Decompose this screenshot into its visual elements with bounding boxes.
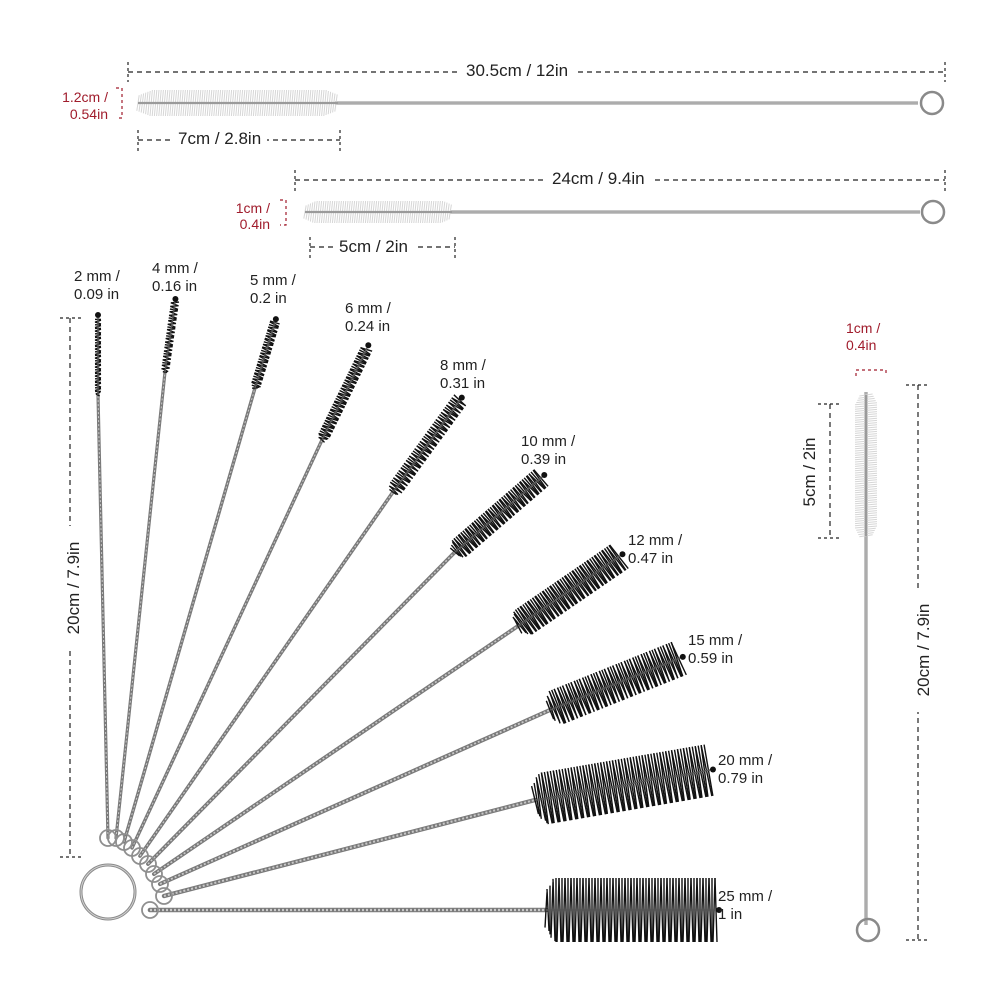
fan-brush-10-size-line2: 1 in [718, 906, 743, 923]
brush-head-8 [545, 641, 687, 724]
white-bristles [303, 200, 452, 224]
key-rings [79, 829, 173, 921]
long-brush-1-diameter-line2: 0.54in [69, 106, 108, 122]
long-brush-2-diameter-line2: 0.4in [239, 216, 270, 232]
fan-set-length: 20cm / 7.9in [64, 526, 84, 650]
fan-brush-8-size-line1: 15 mm / [688, 632, 743, 649]
long-brush-2 [280, 170, 946, 258]
single-brush-length: 20cm / 7.9in [914, 588, 934, 712]
fan-brush-4-size-line2: 0.24 in [345, 318, 391, 335]
fan-brush-1-size-line2: 0.09 in [74, 286, 120, 303]
white-bristles [136, 89, 338, 117]
fan-brush-4-size-line1: 6 mm / [345, 300, 391, 317]
single-brush-diameter-line1: 1cm / [846, 320, 881, 336]
fan-brush-2-size-line1: 4 mm / [152, 260, 198, 277]
black-bristle-heads [94, 296, 722, 943]
single-brush-diameter-line2: 0.4in [846, 337, 877, 353]
brush-head-6 [449, 469, 549, 558]
long-brush-2-length: 24cm / 9.4in [546, 170, 651, 187]
fan-brush-10-size-line1: 25 mm / [718, 888, 773, 905]
long-brush-1-brush-length: 7cm / 2.8in [172, 130, 268, 147]
fan-brush-7-size-line1: 12 mm / [628, 532, 683, 549]
brush-head-9 [530, 744, 716, 825]
long-brush-1-diameter-line1: 1.2cm / [62, 89, 108, 105]
long-brush-2-brush-length: 5cm / 2in [333, 238, 414, 255]
twisted-wire-handles [96, 370, 553, 913]
fan-brush-5-size-line1: 8 mm / [440, 357, 486, 374]
fan-brush-3-size-line2: 0.2 in [250, 290, 287, 307]
long-brush-1-length: 30.5cm / 12in [460, 62, 575, 79]
fan-brush-6-size-line2: 0.39 in [521, 451, 567, 468]
brush-head-2 [161, 296, 180, 374]
fan-brush-3-size-line1: 5 mm / [250, 272, 296, 289]
fan-brush-6-size-line1: 10 mm / [521, 433, 576, 450]
brush-head-3 [251, 316, 280, 389]
brush-head-1 [94, 312, 102, 397]
fan-brush-9-size-line2: 0.79 in [718, 770, 764, 787]
white-bristles [854, 393, 878, 538]
fan-brush-5-size-line2: 0.31 in [440, 375, 486, 392]
brush-head-10 [544, 877, 722, 943]
single-brush-brush-length: 5cm / 2in [800, 414, 820, 530]
brush-head-4 [318, 342, 373, 443]
fan-brush-9-size-line1: 20 mm / [718, 752, 773, 769]
brush-head-5 [388, 394, 467, 496]
single-vertical-brush [818, 369, 930, 943]
fan-brush-8-size-line2: 0.59 in [688, 650, 734, 667]
brush-head-7 [512, 544, 629, 635]
long-brush-2-diameter-line1: 1cm / [235, 200, 270, 216]
fan-brush-7-size-line2: 0.47 in [628, 550, 674, 567]
fan-brush-1-size-line1: 2 mm / [74, 268, 120, 285]
fan-brush-set [60, 296, 722, 943]
fan-brush-2-size-line2: 0.16 in [152, 278, 198, 295]
